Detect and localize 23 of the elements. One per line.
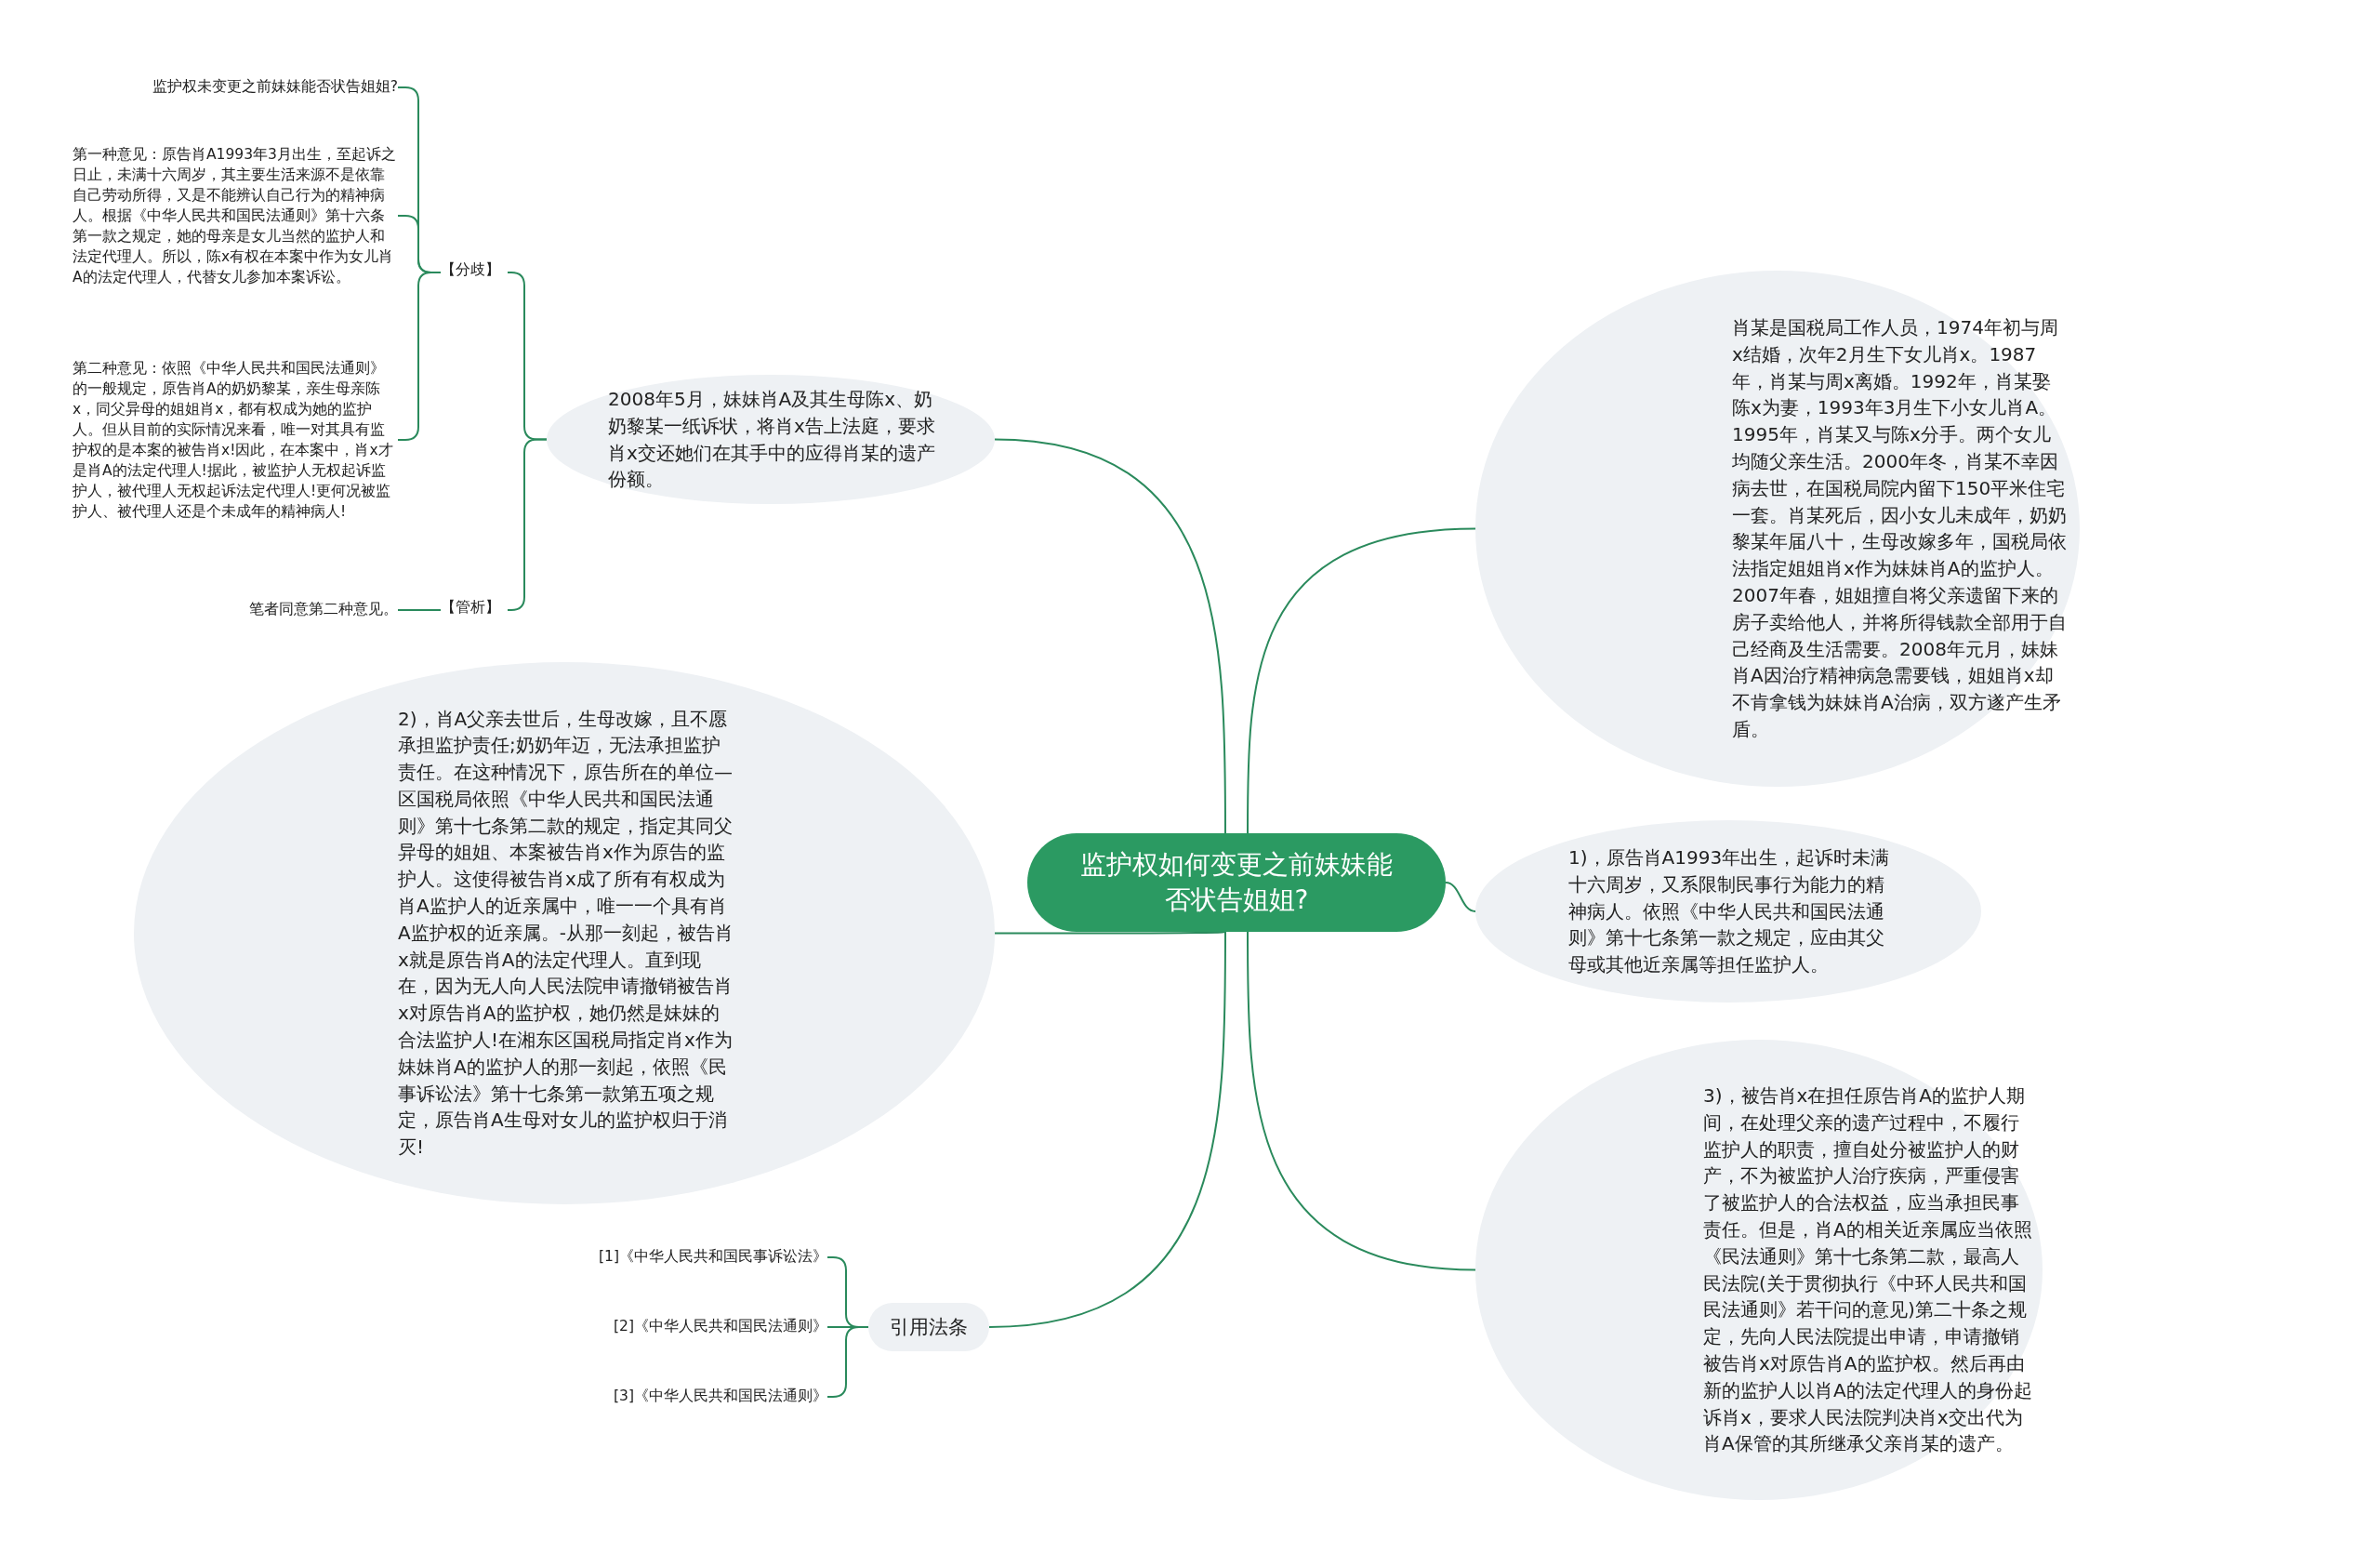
connector-line bbox=[994, 931, 1226, 935]
connector-line bbox=[1247, 931, 1476, 1271]
topic-text: 2008年5月，妹妹肖A及其生母陈x、奶奶黎某一纸诉状，将肖x告上法庭，要求肖x交还她们在其手中的应得肖某的遗产份额。 bbox=[608, 387, 935, 493]
note-text: 笔者同意第二种意见。 bbox=[195, 599, 398, 621]
connector-line bbox=[1247, 527, 1476, 834]
topic-text: 3)，被告肖x在担任原告肖A的监护人期间，在处理父亲的遗产过程中，不履行监护人的职责，擅自处分被监护人的财产，不为被监护人治疗疾病，严重侵害了被监护人的合法权益，应当承担民事责任。但是，肖A的相关近亲属应当依照《民法通则》第十七条第二款，最高人民法院(关于贯彻执行《中环人民共和国民法通则》若干问的意见)第二十条之规定，先向人民法院提出申请，申请撤销被告肖x对原告肖A的监护权。然后再由新的监护人以肖A的法定代理人的身份起诉肖x，要求人民法院判决肖x交出代为肖A保管的其所继承父亲肖某的遗产。 bbox=[1703, 1083, 2033, 1457]
connector-line bbox=[988, 931, 1226, 1328]
connector-line bbox=[994, 438, 1226, 834]
topic-text: 肖某是国税局工作人员，1974年初与周x结婚，次年2月生下女儿肖x。1987年，肖某与周x离婚。1992年，肖某娶陈x为妻，1993年3月生下小女儿肖A。1995年，肖某又与陈x分手。两个女儿均随父亲生活。2000年冬，肖某不幸因病去世，在国税局院内留下150平米住宅一套。肖某死后，因小女儿未成年，奶奶黎某年届八十，生母改嫁多年，国税局依法指定姐姐肖x作为妹妹肖A的监护人。2007年春，姐姐擅自将父亲遗留下来的房子卖给他人，并将所得钱款全部用于自己经商及生活需要。2008年元月，妹妹肖A因治疗精神病急需要钱，姐姐肖x却不肯拿钱为妹妹肖A治病，双方遂产生矛盾。 bbox=[1732, 315, 2067, 742]
topic-text: 2)，肖A父亲去世后，生母改嫁，且不愿承担监护责任;奶奶年迈，无法承担监护责任。在这种情况下，原告所在的单位—区国税局依照《中华人民共和国民法通则》第十七条第二款的规定，指定其同父异母的姐姐、本案被告肖x作为原告的监护人。这使得被告肖x成了所有有权成为肖A监护人的近亲属中，唯一一个具有肖A监护权的近亲属。-从那一刻起，被告肖x就是原告肖A的法定代理人。直到现在，因为无人向人民法院申请撤销被告肖x对原告肖A的监护权，她仍然是妹妹的合法监护人!在湘东区国税局指定肖x作为妹妹肖A的监护人的那一刻起，依照《民事诉讼法》第十七条第一款第五项之规定，原告肖A生母对女儿的监护权归于消灭! bbox=[398, 706, 734, 1161]
connector-line bbox=[1445, 882, 1476, 912]
note-text: [3]《中华人民共和国民法通则》 bbox=[521, 1386, 827, 1408]
branch-tag: 【分歧】 bbox=[441, 260, 508, 285]
note-text: 第一种意见：原告肖A1993年3月出生，至起诉之日止，未满十六周岁，其主要生活来源不是依靠自己劳动所得，又是不能辨认自己行为的精神病人。根据《中华人民共和国民法通则》第十六条第一款之规定，她的母亲是女儿当然的监护人和法定代理人。所以，陈x有权在本案中作为女儿肖A的法定代理人，代替女儿参加本案诉讼。 bbox=[73, 144, 398, 287]
note-text: [1]《中华人民共和国民事诉讼法》 bbox=[521, 1246, 827, 1268]
note-text: [2]《中华人民共和国民法通则》 bbox=[521, 1316, 827, 1338]
topic-pill: 引用法条 bbox=[868, 1303, 989, 1351]
note-text: 第二种意见：依照《中华人民共和国民法通则》的一般规定，原告肖A的奶奶黎某，亲生母亲陈x，同父异母的姐姐肖x，都有权成为她的监护人。但从目前的实际情况来看，唯一对其具有监护权的是本案的被告肖x!因此，在本案中，肖x才是肖A的法定代理人!据此，被监护人无权起诉监护人，被代理人无权起诉法定代理人!更何况被监护人、被代理人还是个未成年的精神病人! bbox=[73, 358, 398, 522]
connector-line bbox=[397, 609, 442, 611]
topic-text: 1)，原告肖A1993年出生，起诉时未满十六周岁，又系限制民事行为能力的精神病人。依照《中华人民共和国民法通则》第十七条第一款之规定，应由其父母或其他近亲属等担任监护人。 bbox=[1568, 845, 1891, 978]
note-text: 监护权未变更之前妹妹能否状告姐姐? bbox=[100, 76, 398, 99]
topic-title: 监护权如何变更之前妹妹能否状告姐姐? bbox=[1079, 848, 1394, 917]
branch-tag: 【管析】 bbox=[441, 598, 508, 622]
